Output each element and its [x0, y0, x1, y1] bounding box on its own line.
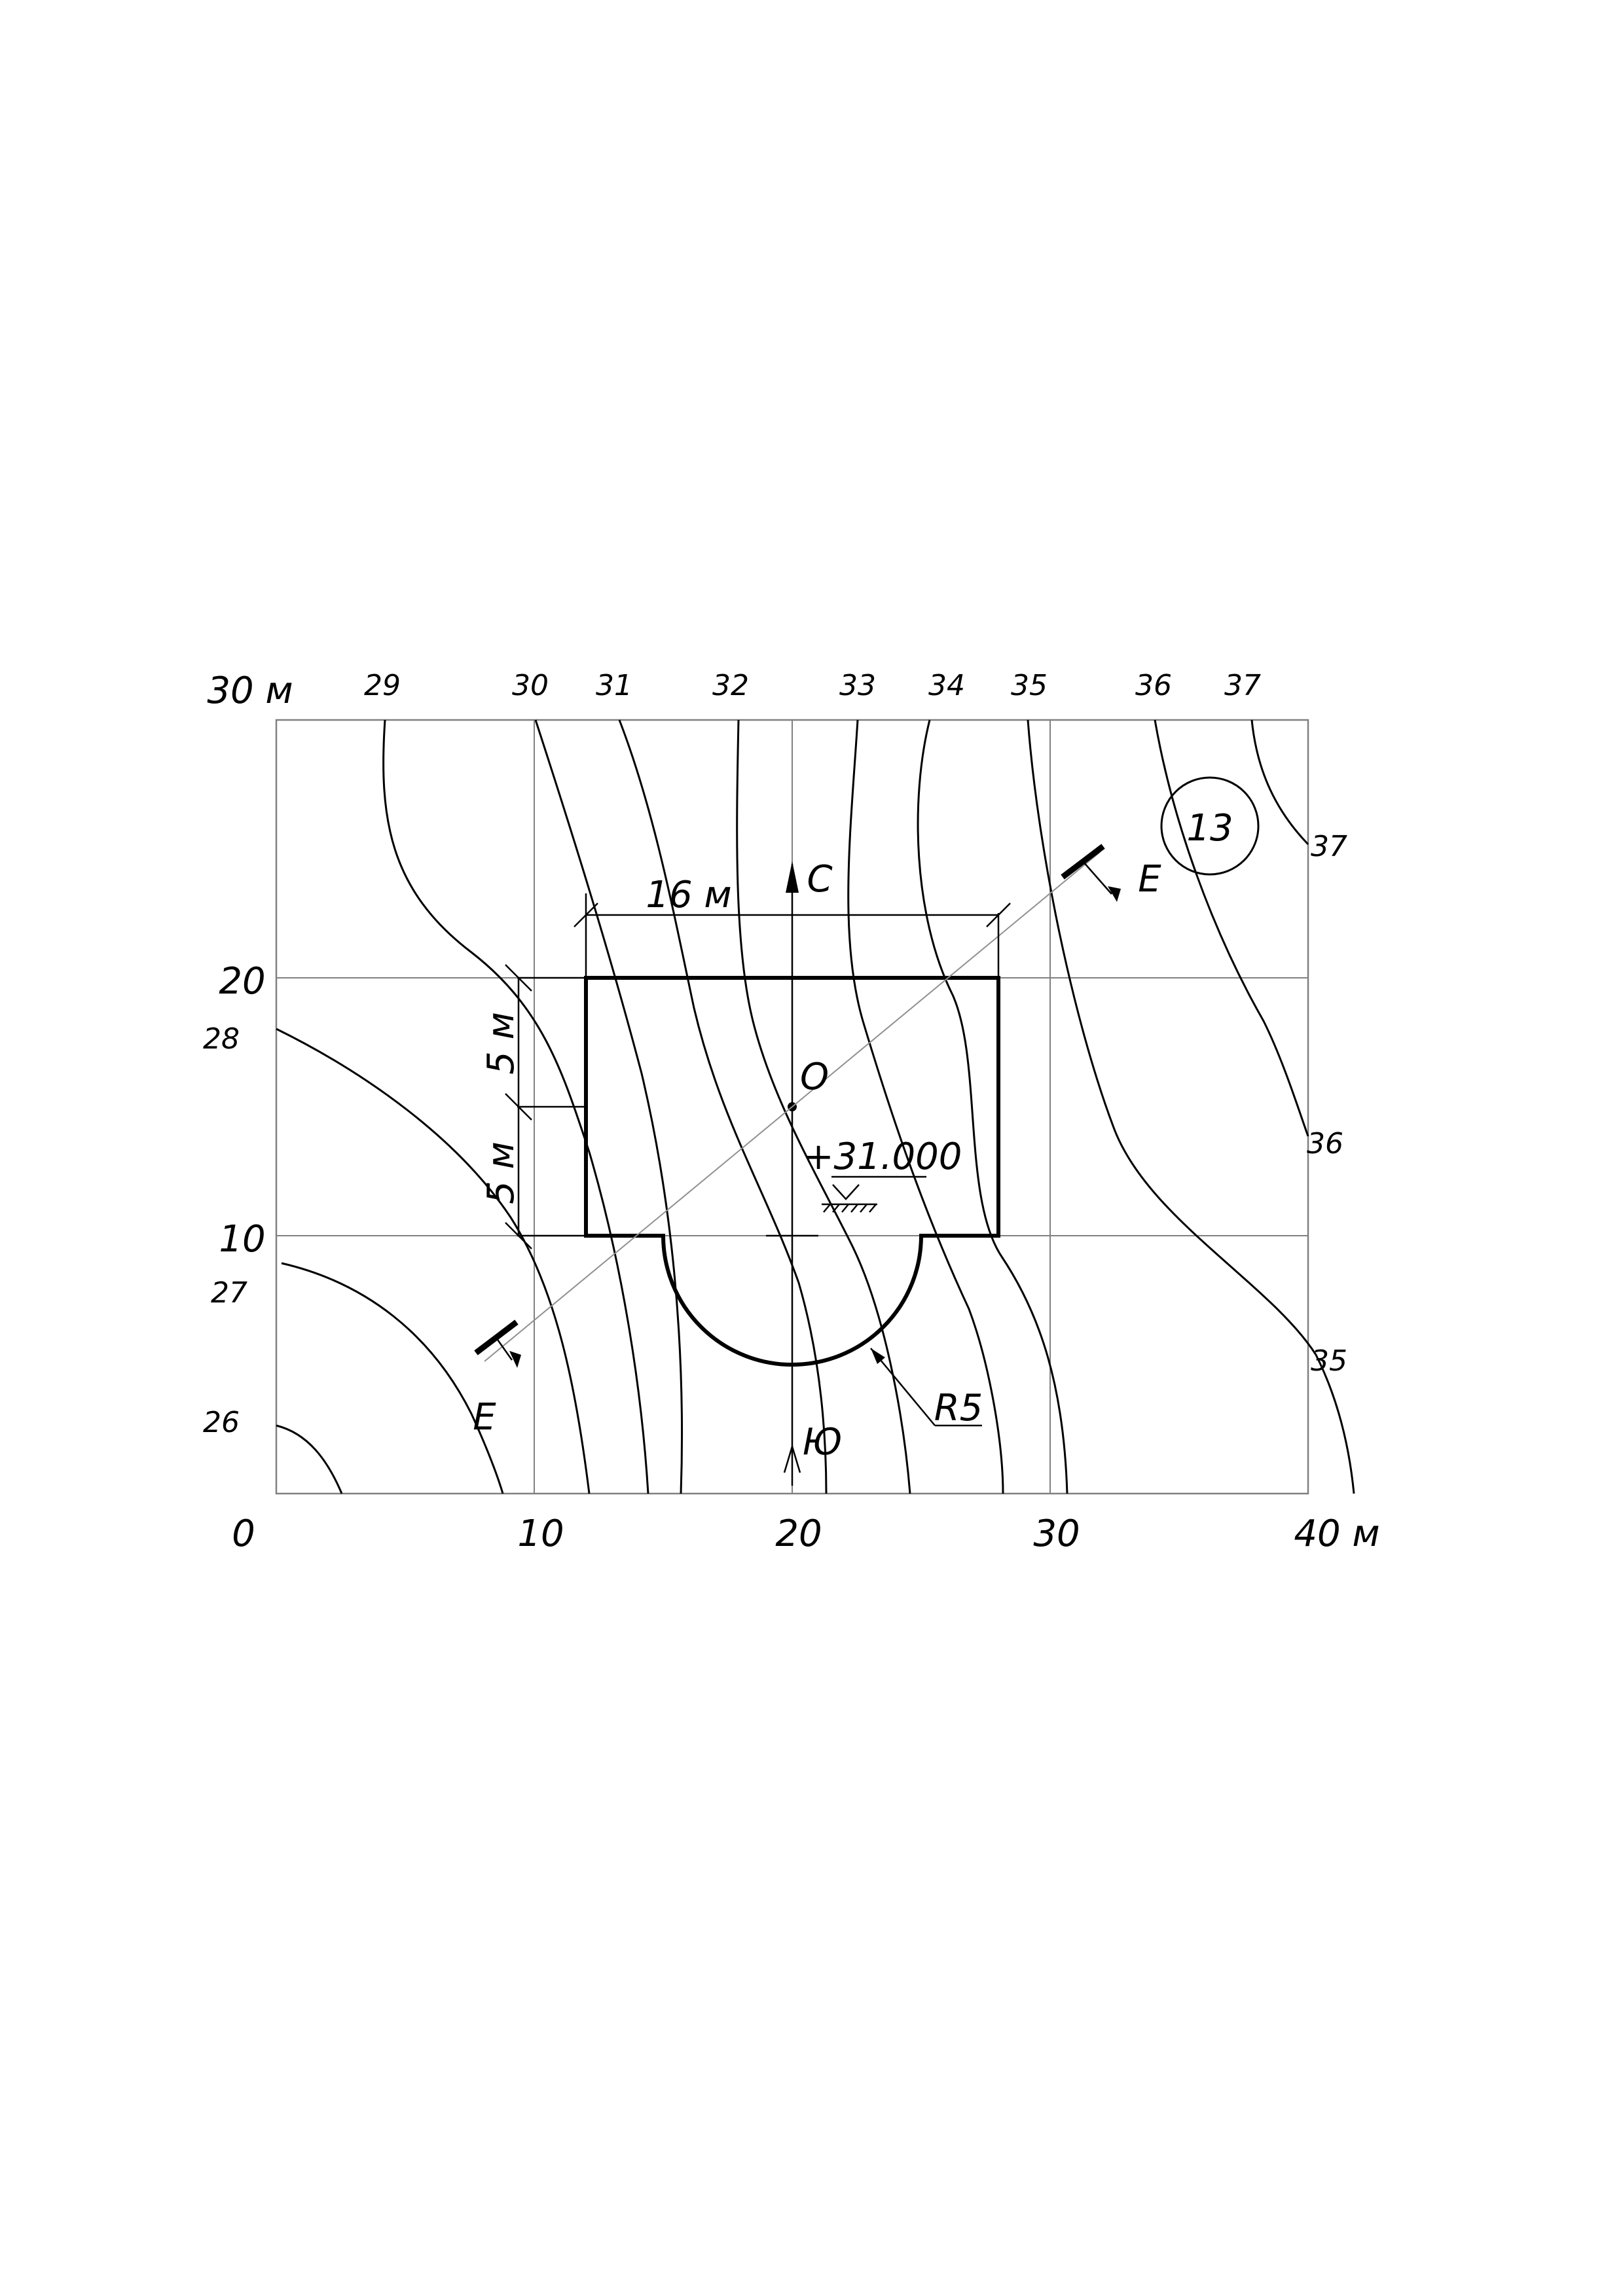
contour-32	[736, 719, 911, 1494]
dim-tick-right	[986, 903, 1011, 927]
x-label-30: 30	[1033, 1513, 1080, 1555]
contour-label-right-37: 37	[1311, 830, 1347, 863]
contour-label-right-36: 36	[1307, 1127, 1343, 1160]
contour-31	[618, 719, 828, 1494]
radius-arrow-icon	[871, 1348, 885, 1364]
dim-tick-bottom	[505, 1222, 532, 1249]
south-arrow-icon	[783, 1443, 801, 1473]
north-label: С	[807, 858, 832, 901]
building-outline	[584, 976, 1000, 1367]
x-label-20: 20	[775, 1513, 822, 1555]
dim-lower-text: 5 м	[480, 1141, 522, 1204]
radius-leader	[870, 1348, 936, 1426]
contour-label-right-35: 35	[1311, 1344, 1347, 1378]
contour-label-top-31: 31	[596, 669, 632, 702]
sheet-badge: 13	[1160, 776, 1260, 876]
section-bar-bottom	[474, 1319, 519, 1355]
dim-upper-text: 5 м	[480, 1012, 522, 1075]
contour-label-top-32: 32	[712, 669, 749, 702]
badge-number: 13	[1186, 807, 1233, 850]
section-line	[474, 844, 1121, 1368]
dim-width-text: 16 м	[646, 874, 731, 916]
elevation-triangle-icon	[832, 1184, 860, 1200]
contour-label-top-37: 37	[1224, 669, 1261, 702]
contour-label-left-26: 26	[203, 1406, 240, 1439]
contour-label-top-33: 33	[839, 669, 876, 702]
contour-30	[534, 719, 684, 1494]
contour-label-top-30: 30	[512, 669, 549, 702]
dimension-lines	[505, 893, 1011, 1427]
x-label-10: 10	[517, 1513, 564, 1555]
dim-tick-top	[505, 964, 532, 992]
contour-label-left-27: 27	[211, 1276, 247, 1310]
contour-label-top-29: 29	[364, 669, 401, 702]
contour-label-top-36: 36	[1135, 669, 1172, 702]
contour-label-top-34: 34	[928, 669, 965, 702]
y-label-30: 30 м	[207, 670, 293, 712]
badge-circle	[1160, 776, 1260, 876]
contour-37	[1250, 719, 1309, 846]
section-arrow-bottom-icon	[509, 1351, 521, 1368]
axis-labels: 0 10 20 30 40 м 10 20 30 м	[207, 670, 1379, 1555]
contour-labels: 29 30 31 32 33 34 35 36 37 37 36 35 28 2…	[203, 669, 1347, 1439]
contour-28	[276, 1028, 591, 1494]
dim-tick-left	[574, 903, 598, 927]
contour-34	[917, 719, 1068, 1494]
elevation-text: +31.000	[803, 1136, 962, 1178]
point-o-label: О	[800, 1056, 829, 1098]
contour-29	[382, 719, 649, 1494]
radius-text: R5	[934, 1387, 983, 1429]
ground-hatch	[823, 1204, 877, 1213]
contour-26	[276, 1424, 343, 1494]
contour-27	[281, 1262, 504, 1494]
y-label-10: 10	[219, 1218, 265, 1261]
section-pointer-bottom	[495, 1337, 513, 1361]
north-south-axis	[783, 861, 801, 1486]
south-label: Ю	[803, 1421, 842, 1463]
section-label-top: Е	[1138, 858, 1161, 901]
section-arrow-top-icon	[1108, 886, 1121, 902]
section-pointer-top	[1082, 861, 1112, 895]
contour-label-top-35: 35	[1011, 669, 1048, 702]
contour-label-left-28: 28	[203, 1022, 240, 1056]
section-label-bottom: Е	[473, 1396, 496, 1439]
section-cut-line	[484, 852, 1101, 1362]
dim-tick-mid	[505, 1093, 532, 1121]
y-label-20: 20	[219, 960, 265, 1003]
north-arrow-icon	[786, 861, 799, 893]
contour-35	[1027, 719, 1355, 1494]
contour-33	[847, 719, 1004, 1494]
x-label-0: 0	[232, 1513, 255, 1555]
annotations: 16 м 5 м 5 м R5 +31.000 О С Ю Е Е	[473, 858, 1161, 1463]
x-label-40: 40 м	[1294, 1513, 1379, 1555]
elevation-mark	[822, 1175, 926, 1213]
